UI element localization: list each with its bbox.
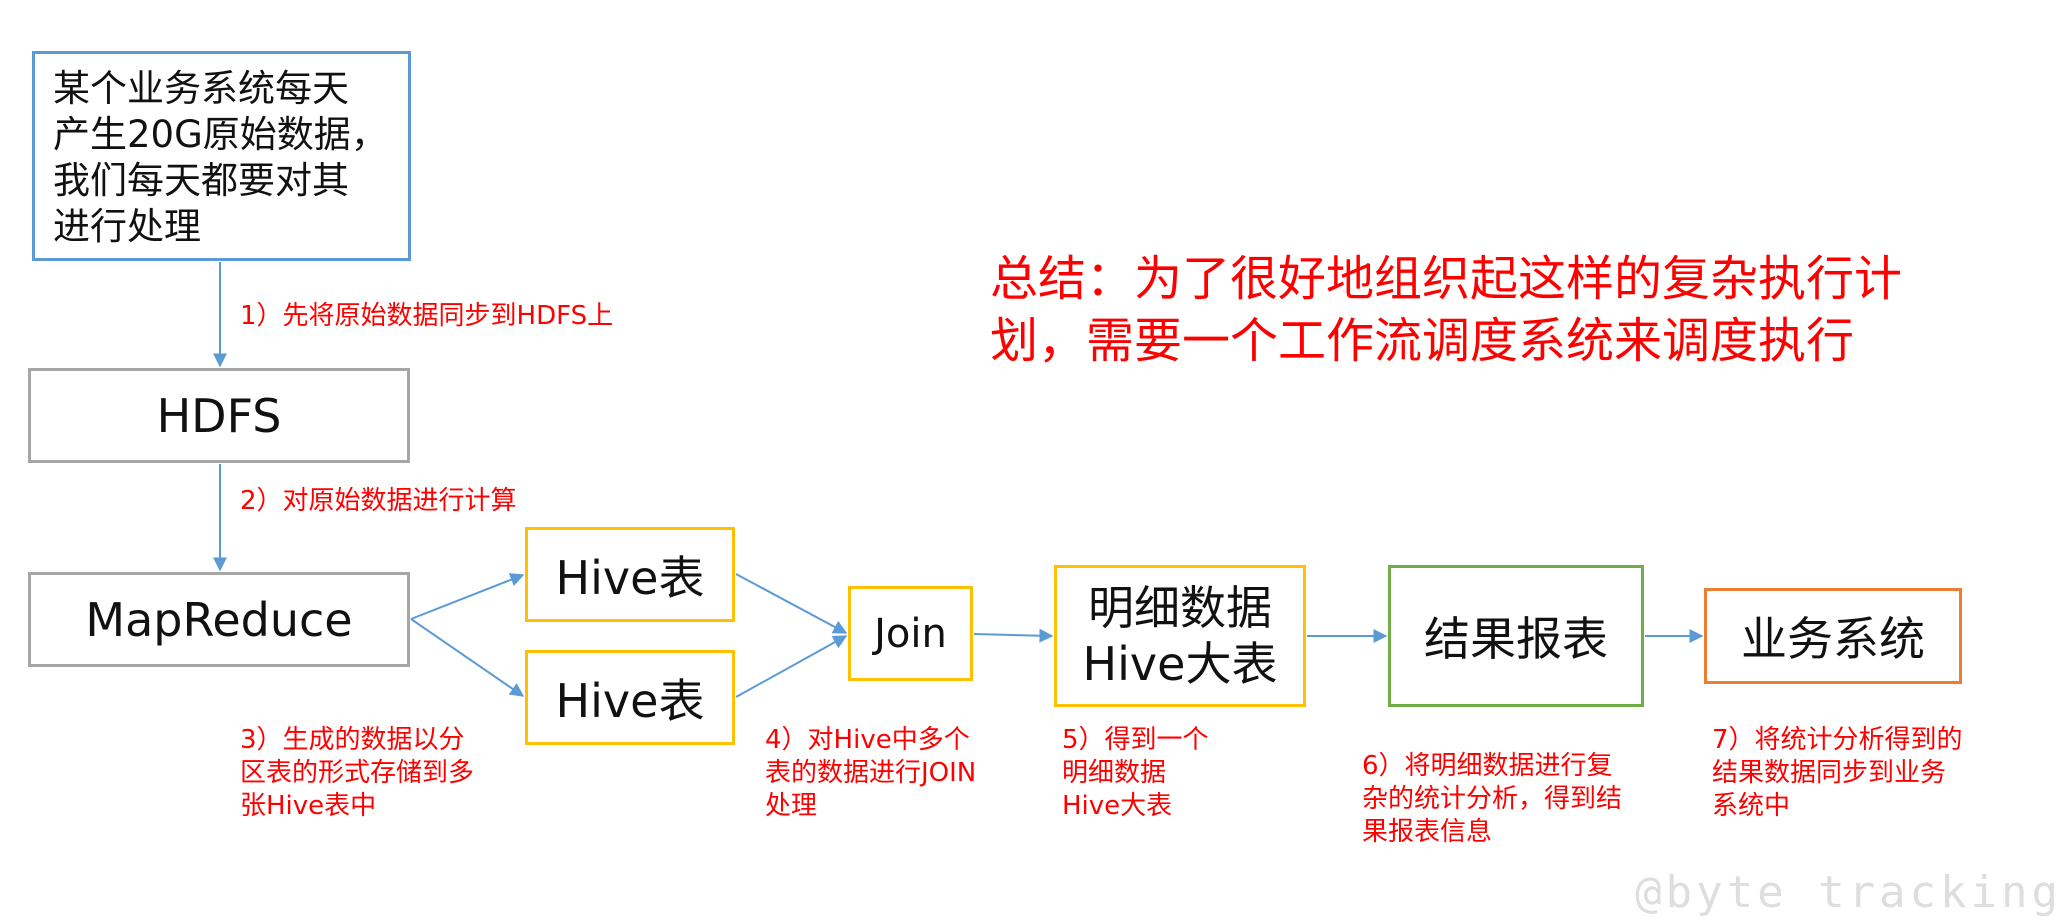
join-box: Join <box>848 586 973 681</box>
arrow-hive2-to-join <box>735 635 848 698</box>
summary-text: 总结：为了很好地组织起这样的复杂执行计 划，需要一个工作流调度系统来调度执行 <box>990 251 1903 369</box>
mapreduce-label: MapReduce <box>85 592 353 647</box>
source-system-box: 某个业务系统每天 产生20G原始数据， 我们每天都要对其 进行处理 <box>32 51 411 261</box>
hdfs-label: HDFS <box>156 388 282 443</box>
hdfs-box: HDFS <box>28 368 410 463</box>
watermark: @byte tracking <box>1635 867 2062 918</box>
arrow-mapreduce-to-hive2 <box>410 618 525 697</box>
source-system-text: 某个业务系统每天 产生20G原始数据， 我们每天都要对其 进行处理 <box>53 67 388 248</box>
report-label: 结果报表 <box>1424 612 1608 666</box>
business-system-label: 业务系统 <box>1741 612 1925 666</box>
step-4-annotation: 4）对Hive中多个 表的数据进行JOIN 处理 <box>765 725 977 821</box>
mapreduce-box: MapReduce <box>28 572 410 667</box>
arrow-hive1-to-join <box>735 573 848 634</box>
detail-hive-table-box: 明细数据 Hive大表 <box>1054 565 1306 707</box>
arrow-join-to-detail <box>973 628 1054 643</box>
business-system-box: 业务系统 <box>1704 588 1962 684</box>
step-7-annotation: 7）将统计分析得到的 结果数据同步到业务 系统中 <box>1712 725 1963 821</box>
hive-table-box-2: Hive表 <box>525 650 735 745</box>
hive-table-label-2: Hive表 <box>555 673 705 728</box>
report-box: 结果报表 <box>1388 565 1644 707</box>
join-label: Join <box>874 610 947 657</box>
hive-table-box-1: Hive表 <box>525 527 735 622</box>
step-6-annotation: 6）将明细数据进行复 杂的统计分析，得到结 果报表信息 <box>1362 751 1623 847</box>
detail-hive-table-label: 明细数据 Hive大表 <box>1082 581 1278 691</box>
step-3-annotation: 3）生成的数据以分 区表的形式存储到多 张Hive表中 <box>240 725 475 821</box>
step-5-annotation: 5）得到一个 明细数据 Hive大表 <box>1062 725 1209 821</box>
step-1-annotation: 1）先将原始数据同步到HDFS上 <box>240 301 614 331</box>
hive-table-label-1: Hive表 <box>555 550 705 605</box>
arrow-mapreduce-to-hive1 <box>410 573 525 620</box>
step-2-annotation: 2）对原始数据进行计算 <box>240 486 517 516</box>
